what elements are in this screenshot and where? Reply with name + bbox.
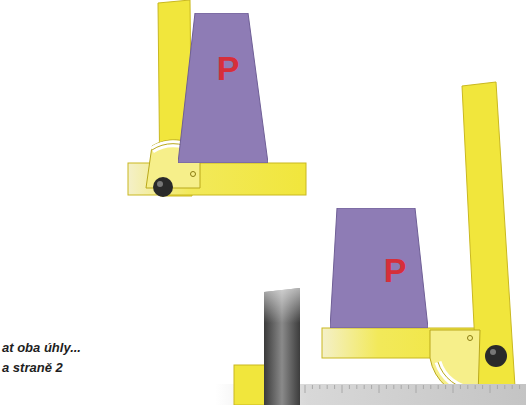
- ruler-tick: [393, 385, 394, 389]
- ruler-tick: [416, 385, 417, 393]
- ruler-tick: [319, 385, 320, 389]
- ruler-tick: [460, 385, 461, 389]
- block-outline: [330, 208, 428, 328]
- note-text: at oba úhly...: [2, 340, 81, 355]
- ruler-tick: [334, 385, 335, 389]
- ruler-tick: [305, 385, 306, 393]
- block-p: P: [330, 208, 428, 328]
- block-shape: [330, 208, 428, 328]
- ruler-tick: [445, 385, 446, 389]
- ruler-tick: [504, 385, 505, 389]
- ruler-tick: [475, 385, 476, 389]
- ruler-tick: [430, 385, 431, 389]
- ruler-tick: [379, 385, 380, 393]
- ruler-tick: [349, 385, 350, 389]
- block-letter: P: [217, 51, 240, 85]
- ruler-tick: [453, 385, 454, 393]
- ruler-tick: [364, 385, 365, 389]
- block-p: P: [178, 13, 268, 163]
- ruler-tick: [423, 385, 424, 389]
- ruler-tick: [401, 385, 402, 389]
- note-text: a straně 2: [2, 360, 63, 375]
- ruler-tick: [438, 385, 439, 389]
- ruler-tick: [342, 385, 343, 393]
- ruler-tick: [519, 385, 520, 389]
- ruler-tick: [371, 385, 372, 389]
- angle-gauge-1: [117, 0, 306, 197]
- ruler-tick: [490, 385, 491, 393]
- ruler-tick: [408, 385, 409, 389]
- ruler-tick: [482, 385, 483, 389]
- ruler-tick: [467, 385, 468, 389]
- block-outline: [178, 13, 268, 163]
- angle-gauge-2: [322, 82, 516, 405]
- ruler-tick: [312, 385, 313, 389]
- ruler-tick: [327, 385, 328, 389]
- ruler-tick: [386, 385, 387, 389]
- ruler-tick: [356, 385, 357, 389]
- block-letter: P: [384, 253, 407, 287]
- block-shape: [178, 13, 268, 163]
- ruler-tick: [497, 385, 498, 389]
- ruler-tick: [512, 385, 513, 389]
